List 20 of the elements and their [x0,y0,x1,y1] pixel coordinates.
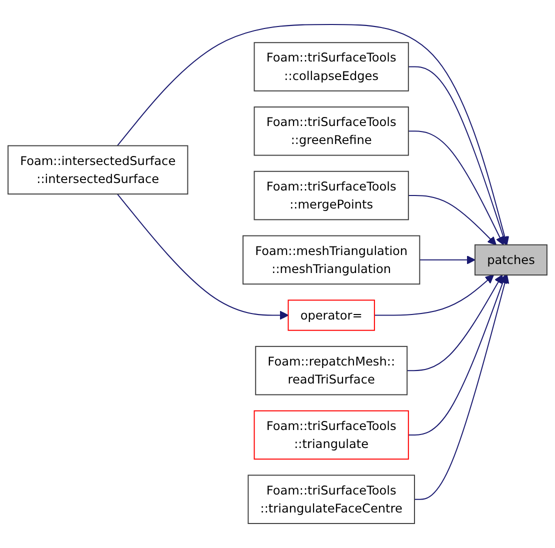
arrow [408,130,504,246]
arrow [408,195,496,246]
node-box: Foam::repatchMesh:: readTriSurface [255,346,408,396]
arrow [408,274,507,436]
arrow [414,274,510,500]
arrow [420,256,476,264]
arrow [374,274,494,316]
node-box: Foam::meshTriangulation ::meshTriangulation [242,235,420,285]
node-box: Foam::triSurfaceTools ::triangulateFaceCentre [248,474,415,524]
node-box: Foam::intersectedSurface ::intersectedSurface [8,145,188,195]
arrow [407,274,503,372]
node-box: Foam::triSurfaceTools ::collapseEdges [254,42,409,92]
node-box: patches [474,244,548,276]
node-box: Foam::triSurfaceTools ::greenRefine [254,106,409,156]
arrow [408,66,508,246]
node-box: Foam::triSurfaceTools ::mergePoints [254,170,409,220]
arrow [117,194,289,320]
node-box: Foam::triSurfaceTools ::triangulate [254,410,409,460]
node-box: operator= [288,300,375,331]
arrow [117,24,510,246]
